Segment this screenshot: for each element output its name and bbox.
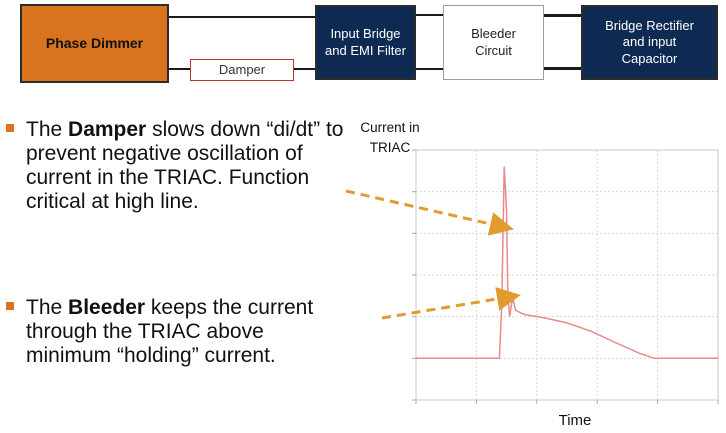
bullet-damper-prefix: The bbox=[26, 118, 69, 141]
bleeder-block: Bleeder Circuit bbox=[443, 5, 544, 80]
phase-dimmer-block: Phase Dimmer bbox=[20, 4, 169, 83]
wire-top-bridge-to-bleeder bbox=[416, 14, 443, 16]
bullet-damper: The Damper slows down “di/dt” to prevent… bbox=[26, 118, 346, 214]
bleeder-label-line2: Circuit bbox=[475, 42, 512, 58]
bleeder-arrow bbox=[381, 287, 521, 320]
bleeder-label-line1: Bleeder bbox=[471, 26, 516, 42]
chart-xlabel: Time bbox=[558, 412, 592, 429]
bridge-rectifier-block: Bridge Rectifier and input Capacitor bbox=[581, 5, 718, 80]
bullet-bleeder-bold: Bleeder bbox=[68, 296, 146, 319]
bullet-marker bbox=[6, 302, 14, 310]
wire-top-bleeder-to-rectifier bbox=[544, 14, 581, 17]
input-bridge-block: Input Bridge and EMI Filter bbox=[315, 5, 416, 80]
damper-label: Damper bbox=[218, 61, 266, 77]
phase-dimmer-label: Phase Dimmer bbox=[45, 34, 144, 51]
wire-bottom-dimmer-to-damper bbox=[169, 68, 190, 70]
wire-bottom-bridge-to-bleeder bbox=[416, 68, 443, 70]
bullet-damper-text: slows down “di/dt” to prevent negative o… bbox=[26, 118, 344, 213]
bridge-rectifier-label-line3: Capacitor bbox=[621, 50, 678, 66]
input-bridge-label-line2: and EMI Filter bbox=[325, 42, 406, 58]
chart-ylabel: Current in TRIAC bbox=[360, 120, 420, 155]
wire-bottom-bleeder-to-rectifier bbox=[544, 67, 581, 70]
bullet-damper-bold: Damper bbox=[68, 118, 147, 141]
bullet-bleeder-text: keeps the current through the TRIAC abov… bbox=[26, 296, 314, 367]
bullet-bleeder-prefix: The bbox=[26, 296, 69, 319]
wire-top-dimmer-to-bridge bbox=[169, 16, 315, 18]
bridge-rectifier-label-line1: Bridge Rectifier bbox=[605, 18, 694, 34]
bullet-bleeder: The Bleeder keeps the current through th… bbox=[26, 296, 346, 368]
input-bridge-label-line1: Input Bridge bbox=[330, 26, 401, 42]
bullet-marker bbox=[6, 124, 14, 132]
damper-arrow bbox=[345, 189, 514, 236]
bridge-rectifier-label-line2: and input bbox=[622, 34, 677, 50]
damper-block: Damper bbox=[190, 59, 294, 81]
wire-bottom-damper-to-bridge bbox=[294, 68, 315, 70]
